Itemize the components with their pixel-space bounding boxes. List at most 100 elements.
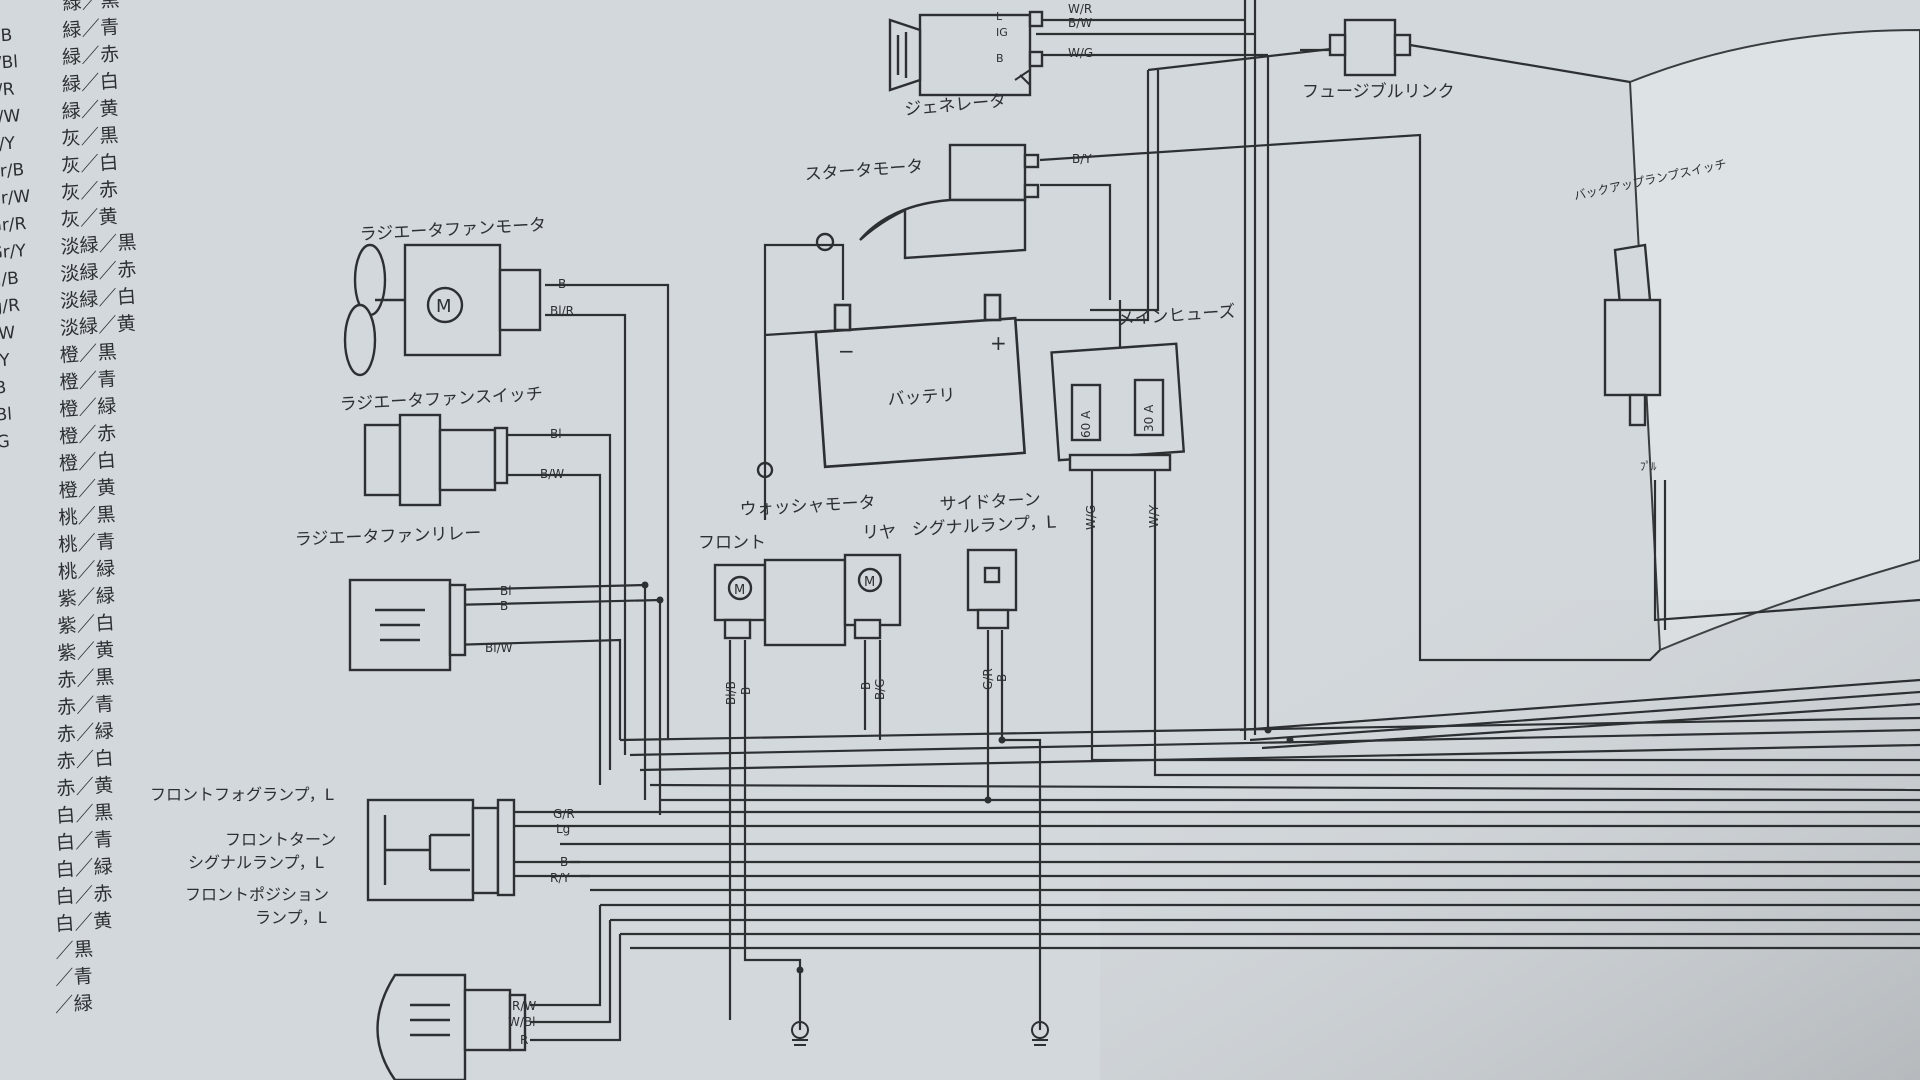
generator xyxy=(888,10,1044,97)
fan-switch-wire-bl: Bl xyxy=(550,427,562,441)
legend-color-name: 橙／黄 xyxy=(58,476,116,502)
legend-color-name: 緑／白 xyxy=(61,70,119,96)
legend-color-name: 橙／赤 xyxy=(58,422,116,448)
washer-rear-wire-bg: B/G xyxy=(873,678,887,700)
legend-code: Gr/B xyxy=(0,160,25,183)
front-position-label-line1: フロントポジション xyxy=(185,885,329,904)
legend-color-name: 白／黒 xyxy=(55,801,113,827)
legend-color-name: 白／黄 xyxy=(55,910,113,936)
legend-color-name: ／緑 xyxy=(54,992,93,1017)
legend-code: G/R xyxy=(0,79,15,101)
radiator-fan-relay xyxy=(348,578,467,672)
legend-color-name: 赤／緑 xyxy=(56,720,114,746)
generator-pin-b: B xyxy=(996,52,1004,65)
legend-color-name: 白／赤 xyxy=(55,883,113,909)
legend-color-name: ／青 xyxy=(54,965,93,990)
legend-code: G xyxy=(0,432,10,453)
legend-code: B xyxy=(0,378,7,399)
legend-color-name: 橙／緑 xyxy=(59,395,117,421)
relay-wire-blw: Bl/W xyxy=(485,641,513,655)
side-turn-lamp xyxy=(966,548,1018,630)
legend-color-name: 赤／黒 xyxy=(57,666,115,692)
fusible-link xyxy=(1328,18,1412,77)
legend-color-name: 灰／赤 xyxy=(60,179,118,205)
bottom-lamp-wire-wbl: W/Bl xyxy=(508,1015,535,1029)
starter-wire-by: B/Y xyxy=(1072,152,1092,166)
side-turn-wire-gr: G/R xyxy=(981,668,995,690)
legend-color-name: 緑／青 xyxy=(62,16,120,42)
starter-motor xyxy=(815,143,1040,260)
backup-lamp-switch xyxy=(1603,243,1662,427)
fog-lamp-wire-lg: Lg xyxy=(556,822,570,836)
legend-color-name: 緑／黄 xyxy=(61,97,119,123)
main-fuse-wire-wg: W/G xyxy=(1084,505,1098,530)
washer-front-m-symbol: M xyxy=(734,583,745,598)
fan-motor-wire-b: B xyxy=(558,277,566,291)
legend-color-name: 灰／黒 xyxy=(61,124,119,150)
fan-switch-wire-bw: B/W xyxy=(540,467,564,481)
main-fuse xyxy=(1050,342,1186,472)
legend-color-name: 灰／黄 xyxy=(60,206,118,232)
ground-symbols xyxy=(791,69,1049,1046)
legend-color-name: 緑／赤 xyxy=(61,43,119,69)
front-turn-label-line1: フロントターン xyxy=(225,830,336,849)
battery-minus: − xyxy=(838,339,855,363)
legend-code: Gr/Y xyxy=(0,241,27,264)
legend-code: /W xyxy=(0,323,16,345)
relay-wire-b: B xyxy=(500,599,508,613)
generator-wire-wg: W/G xyxy=(1068,46,1093,60)
book-page-edge xyxy=(1628,28,1920,652)
legend-color-name: 淡緑／黄 xyxy=(59,313,136,340)
fan-motor-m-symbol: M xyxy=(436,296,452,317)
legend-color-name: 緑／黒 xyxy=(62,0,120,15)
washer-front-wire-b: B xyxy=(739,687,753,695)
generator-pin-ig: IG xyxy=(996,26,1008,39)
bottom-lamp-wire-rw: R/W xyxy=(512,999,536,1013)
legend-code: /Y xyxy=(0,350,11,371)
legend-code: g/R xyxy=(0,296,21,318)
legend-color-name: 淡緑／白 xyxy=(59,286,136,313)
backup-switch-wire: ﾌﾟﾙ xyxy=(1640,460,1657,473)
bottom-lamp xyxy=(376,973,527,1080)
main-fuse-30a: 30 A xyxy=(1142,404,1156,432)
legend-color-name: 赤／白 xyxy=(56,747,114,773)
legend-color-name: 紫／緑 xyxy=(57,585,115,611)
generator-wire-wr: W/R xyxy=(1068,2,1092,16)
washer-rear-label: リヤ xyxy=(862,523,896,543)
washer-rear-wire-b: B xyxy=(859,682,873,690)
washer-front-wire-blb: Bl/B xyxy=(724,681,738,705)
legend-color-name: 紫／白 xyxy=(57,612,115,638)
legend-code: G/Bl xyxy=(0,52,19,74)
legend-color-name: 桃／緑 xyxy=(57,558,115,584)
front-turn-label-line2: シグナルランプ，L xyxy=(188,853,324,872)
bottom-lamp-wire-r: R xyxy=(520,1033,528,1047)
legend-code: G/W xyxy=(0,106,21,128)
wire-junctions xyxy=(641,581,1294,974)
legend-color-name: 淡緑／黒 xyxy=(60,231,137,258)
legend-color-name: 桃／青 xyxy=(58,531,116,557)
fusible-link-label: フュージブルリンク xyxy=(1302,81,1455,102)
legend-color-name: 赤／青 xyxy=(56,693,114,719)
legend-code: g/B xyxy=(0,269,20,291)
legend-color-name: 淡緑／赤 xyxy=(60,258,137,285)
legend-color-name: 白／青 xyxy=(55,828,113,854)
battery-plus: + xyxy=(990,331,1007,355)
radiator-fan-motor xyxy=(343,243,542,377)
generator-wire-bw: B/W xyxy=(1068,16,1092,30)
legend-code: Gr/W xyxy=(0,187,31,210)
color-legend: Br緑／黒G/B緑／青G/Bl緑／赤G/R緑／白G/W緑／黄G/Y灰／黒Gr/B… xyxy=(0,0,137,1017)
main-fuse-60a: 60 A xyxy=(1079,410,1093,438)
legend-color-name: 白／緑 xyxy=(55,856,113,882)
washer-front-label: フロント xyxy=(698,533,766,553)
radiator-fan-switch xyxy=(363,413,509,507)
legend-code: G/Y xyxy=(0,134,16,156)
legend-color-name: 紫／黄 xyxy=(57,639,115,665)
legend-color-name: 橙／黒 xyxy=(59,341,117,367)
main-fuse-wire-wy: W/Y xyxy=(1147,504,1161,528)
front-turn-wire-ry: R/Y xyxy=(550,871,570,885)
legend-color-name: 灰／白 xyxy=(61,151,119,177)
front-turn-wire-b: B xyxy=(560,855,568,869)
wire-harness xyxy=(449,0,1920,1042)
legend-code: Bl xyxy=(0,404,13,425)
